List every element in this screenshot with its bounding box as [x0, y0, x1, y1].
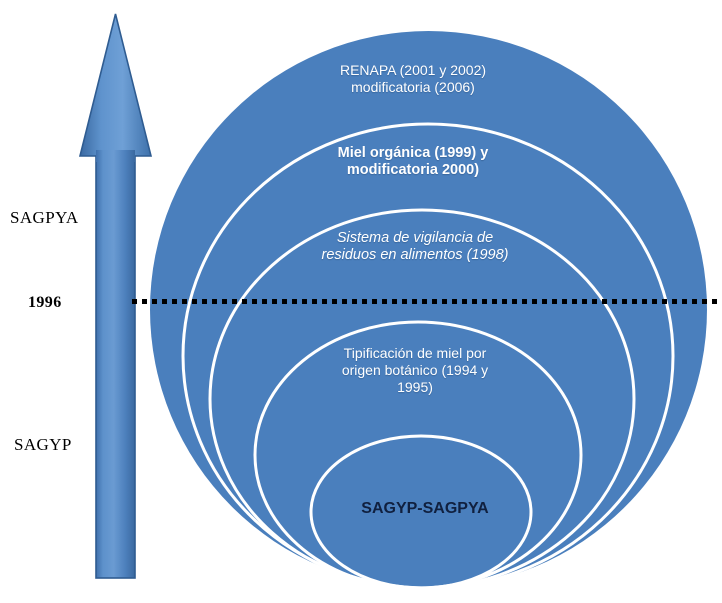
ring-label-tipificacion-miel: Tipificación de miel por origen botánico… — [341, 345, 489, 395]
ring-label-sagyp-sagpya: SAGYP-SAGPYA — [361, 500, 489, 517]
ring-ellipse-1 — [150, 31, 707, 588]
timeline-arrow — [78, 13, 153, 579]
ring-ellipse-5 — [309, 434, 533, 590]
axis-label-year: 1996 — [28, 294, 62, 311]
ring-label-miel-organica: Miel orgánica (1999) y modificatoria 200… — [337, 145, 489, 178]
axis-label-sagpya: SAGPYA — [10, 208, 79, 227]
ring-label-renapa: RENAPA (2001 y 2002) modificatoria (2006… — [339, 62, 487, 95]
axis-label-sagyp: SAGYP — [14, 435, 72, 454]
ring-label-sistema-vigilancia: Sistema de vigilancia de residuos en ali… — [321, 230, 509, 263]
